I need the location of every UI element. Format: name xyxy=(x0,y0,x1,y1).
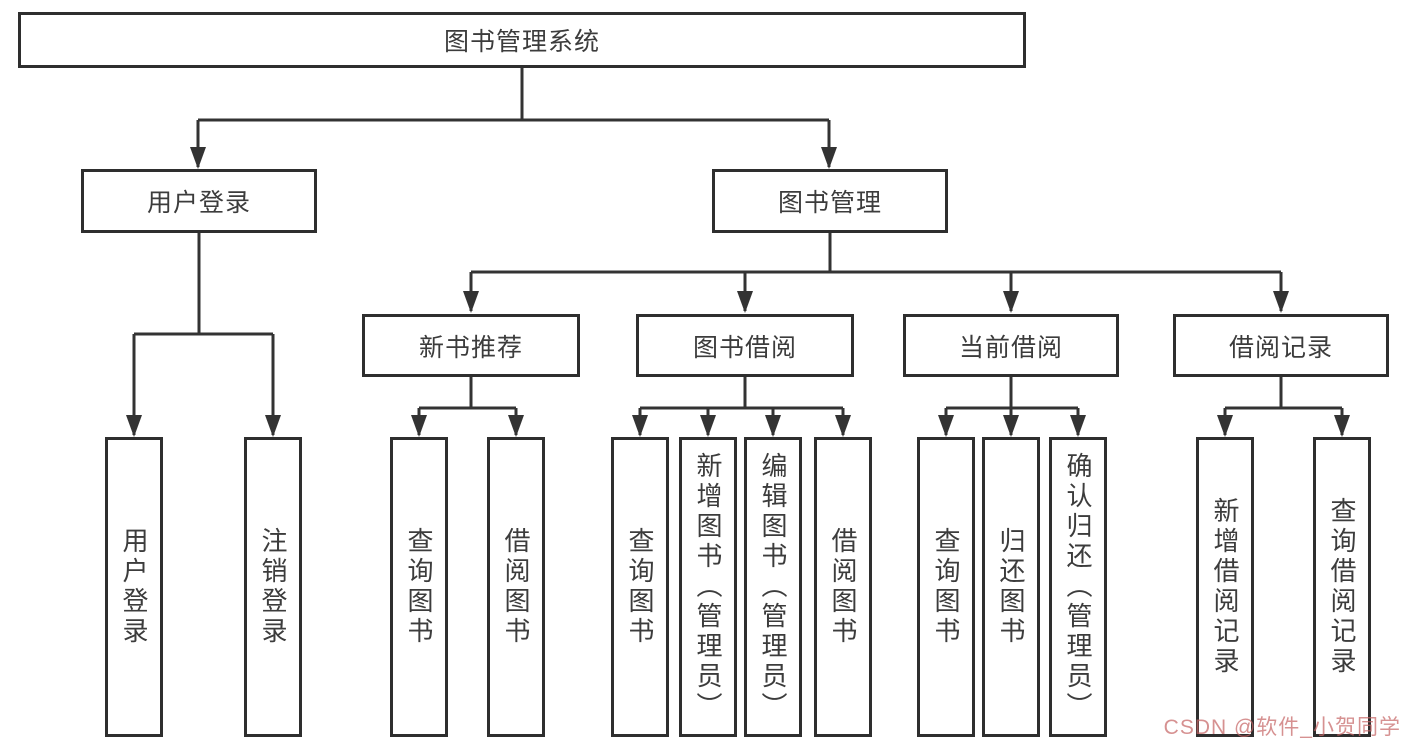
connector-current-borrowing xyxy=(938,377,1086,437)
leaf-borrow-books-recommend: 借阅图书 xyxy=(487,437,545,737)
leaf-query-books-recommend: 查询图书 xyxy=(390,437,448,737)
connector-new-book-recommend xyxy=(411,377,524,437)
connector-borrow-records xyxy=(1217,377,1350,437)
node-new-book-recommend: 新书推荐 xyxy=(362,314,580,377)
node-borrow-records: 借阅记录 xyxy=(1173,314,1389,377)
node-book-management: 图书管理 xyxy=(712,169,948,233)
node-book-borrowing: 图书借阅 xyxy=(636,314,854,377)
connector-book-borrowing xyxy=(632,377,851,437)
leaf-query-books-borrowing: 查询图书 xyxy=(611,437,669,737)
leaf-add-borrow-record: 新增借阅记录 xyxy=(1196,437,1254,737)
leaf-borrow-books: 借阅图书 xyxy=(814,437,872,737)
watermark-text: CSDN @软件_小贺同学 xyxy=(1163,716,1401,739)
node-user-login: 用户登录 xyxy=(81,169,317,233)
leaf-return-books: 归还图书 xyxy=(982,437,1040,737)
leaf-confirm-return-admin: 确认归还（管理员） xyxy=(1049,437,1107,737)
connector-user-login xyxy=(126,233,281,437)
leaf-query-borrow-record: 查询借阅记录 xyxy=(1313,437,1371,737)
leaf-query-books-current: 查询图书 xyxy=(917,437,975,737)
leaf-logout: 注销登录 xyxy=(244,437,302,737)
leaf-add-book-admin: 新增图书（管理员） xyxy=(679,437,737,737)
connector-root xyxy=(190,68,837,169)
leaf-edit-book-admin: 编辑图书（管理员） xyxy=(744,437,802,737)
node-current-borrowing: 当前借阅 xyxy=(903,314,1119,377)
node-library-management-system: 图书管理系统 xyxy=(18,12,1026,68)
connector-book-management xyxy=(463,233,1289,313)
leaf-user-login: 用户登录 xyxy=(105,437,163,737)
